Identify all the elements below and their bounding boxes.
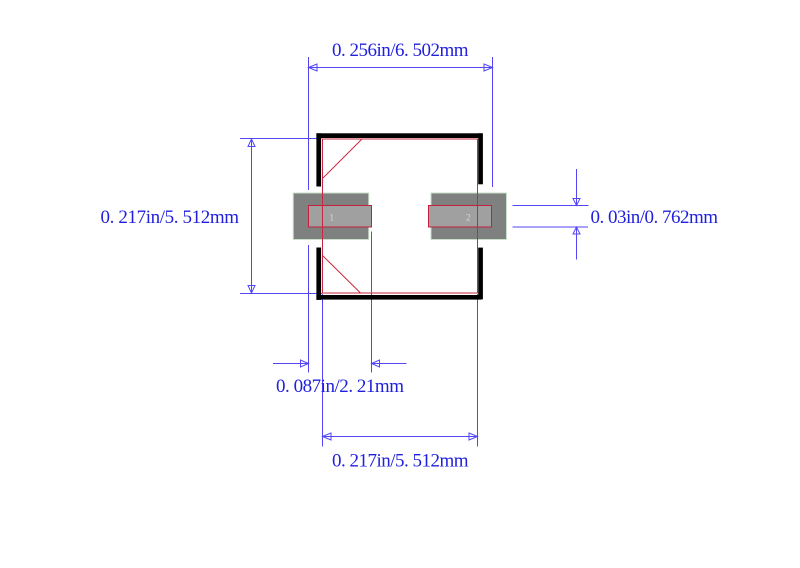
svg-text:1: 1 [330, 213, 335, 223]
svg-text:0. 03in/0. 762mm: 0. 03in/0. 762mm [591, 207, 719, 228]
svg-text:0. 087in/2. 21mm: 0. 087in/2. 21mm [276, 376, 404, 397]
svg-text:0. 217in/5. 512mm: 0. 217in/5. 512mm [332, 451, 469, 472]
svg-text:0. 256in/6. 502mm: 0. 256in/6. 502mm [332, 40, 469, 61]
svg-text:2: 2 [466, 213, 471, 223]
svg-text:0. 217in/5. 512mm: 0. 217in/5. 512mm [101, 207, 240, 228]
